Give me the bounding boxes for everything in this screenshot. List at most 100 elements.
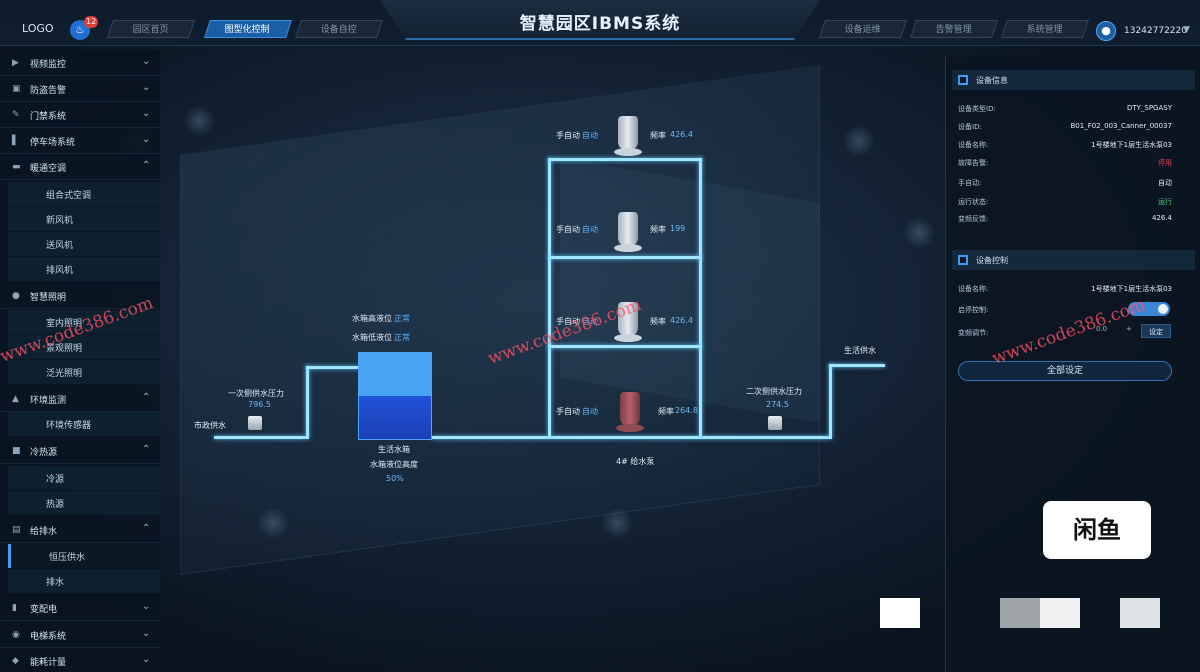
pump-2-freq: 199 [670,224,686,233]
sidebar-group-video[interactable]: ▶ 视频监控 ⌄ [0,50,160,76]
all-set-button[interactable]: 全部设定 [958,361,1172,381]
info-value: DTY_SPGASY [1126,104,1172,112]
env-icon: ▲ [12,394,19,404]
sidebar-group-hvac[interactable]: ▬ 暖通空调 ⌃ [0,154,160,180]
redaction-block [880,598,920,628]
pressure-gauge-icon[interactable] [768,416,782,430]
sidebar-item-indoor-lighting[interactable]: 室内照明 [8,310,160,334]
info-label: 故障告警: [958,159,989,167]
chevron-down-icon: ⌄ [142,134,151,145]
user-name[interactable]: 13242772220 [1124,26,1187,36]
info-value: B01_F02_003_Canner_00037 [1070,122,1172,130]
tree-icon [842,126,876,156]
hvac-icon: ▬ [12,162,21,172]
pump-2-freq-label: 频率 [650,225,666,234]
pump-4-mode-label: 手自动 [556,407,580,416]
sidebar-item-ahu[interactable]: 组合式空调 [8,182,160,206]
tree-icon [600,508,634,538]
pump-1-icon[interactable] [614,116,642,156]
sidebar-item-supply-fan[interactable]: 送风机 [8,232,160,256]
pump-4-freq: 264.8 [675,406,698,415]
sidebar-item-exhaust-fan[interactable]: 排风机 [8,257,160,281]
tank-name: 生活水箱 [378,445,410,454]
sidebar-item-fresh-air[interactable]: 新风机 [8,207,160,231]
info-value: 自动 [1158,179,1172,187]
pipe-riser-left [306,366,309,439]
primary-pressure-label: 一次侧供水压力 [228,389,284,398]
sidebar-item-drainage[interactable]: 排水 [8,569,160,593]
domestic-supply-label: 生活供水 [844,346,876,355]
control-device-label: 设备名称: [958,285,989,293]
sidebar-group-heat-source[interactable]: ■ 冷热源 ⌃ [0,438,160,464]
secondary-pressure-value: 274.5 [766,400,789,409]
tab-device-control[interactable]: 设备自控 [295,20,383,38]
redaction-block [1000,598,1040,628]
start-stop-toggle[interactable] [1128,302,1170,316]
chevron-up-icon: ⌃ [142,523,151,534]
set-button[interactable]: 设定 [1141,324,1171,338]
sidebar-group-elevator[interactable]: ◉ 电梯系统 ⌄ [0,622,160,648]
tree-icon [902,218,936,248]
pipe-riser-right [829,364,832,439]
sidebar-group-alarm[interactable]: ▣ 防盗告警 ⌄ [0,76,160,102]
tank-water-level [359,396,431,439]
pump-3-freq-label: 频率 [650,317,666,326]
chevron-down-icon: ⌄ [142,628,151,639]
tab-alarm-management[interactable]: 告警管理 [910,20,998,38]
sidebar-group-energy[interactable]: ◆ 能耗计量 ⌄ [0,648,160,672]
tree-icon [182,106,216,136]
freq-stepper[interactable]: 0.0 + [1096,324,1168,338]
title-plate [380,0,820,40]
chevron-up-icon: ⌃ [142,160,151,171]
sidebar-group-environment[interactable]: ▲ 环境监测 ⌃ [0,386,160,412]
user-avatar-icon[interactable]: ● [1096,21,1116,41]
sidebar-item-env-sensor[interactable]: 环境传感器 [8,412,160,436]
info-value: 1号楼地下1层生活水泵03 [1091,141,1172,149]
sidebar: ▶ 视频监控 ⌄ ▣ 防盗告警 ⌄ ✎ 门禁系统 ⌄ ▌ 停车场系统 ⌄ ▬ 暖… [0,50,160,672]
pump-3-mode-label: 手自动 [556,317,580,326]
sidebar-group-parking[interactable]: ▌ 停车场系统 ⌄ [0,128,160,154]
pipe-domestic-outlet [829,364,885,367]
info-label: 设备名称: [958,141,989,149]
pump-1-freq-label: 频率 [650,131,666,140]
water-tank[interactable] [358,352,432,440]
sidebar-item-flood-lighting[interactable]: 泛光照明 [8,360,160,384]
control-device-value: 1号楼地下1层生活水泵03 [1091,285,1172,293]
sidebar-item-cold-source[interactable]: 冷源 [8,466,160,490]
tab-system-management[interactable]: 系统管理 [1001,20,1089,38]
pump-1-mode: 自动 [582,131,598,140]
device-control-header: 设备控制 [952,250,1195,270]
tab-graphic-control[interactable]: 图型化控制 [204,20,292,38]
pump-4-icon[interactable] [616,392,644,432]
pipe-tank-inlet [306,366,358,369]
pump-1-freq: 426.4 [670,130,693,139]
tree-icon [256,508,290,538]
tab-home[interactable]: 园区首页 [107,20,195,38]
page-title: 智慧园区IBMS系统 [519,14,681,34]
sidebar-item-hot-source[interactable]: 热源 [8,491,160,515]
sidebar-group-door[interactable]: ✎ 门禁系统 ⌄ [0,102,160,128]
top-header: 智慧园区IBMS系统 LOGO ♨ 12 园区首页 图型化控制 设备自控 设备运… [0,0,1200,46]
section-marker-icon [958,255,968,265]
stepper-plus-button[interactable]: + [1126,325,1132,333]
pump-3-icon[interactable] [614,302,642,342]
freq-adjust-label: 变频调节: [958,329,989,337]
stepper-value[interactable]: 0.0 [1096,325,1108,333]
chevron-down-icon: ⌄ [142,601,151,612]
pump-2-mode: 自动 [582,225,598,234]
secondary-pressure-label: 二次侧供水压力 [746,387,802,396]
sidebar-group-power[interactable]: ▮ 变配电 ⌄ [0,595,160,621]
chevron-down-icon: ⌄ [142,654,151,665]
sidebar-group-water[interactable]: ▤ 给排水 ⌃ [0,517,160,543]
tab-device-maintenance[interactable]: 设备运维 [819,20,907,38]
sidebar-item-landscape-lighting[interactable]: 景观照明 [8,335,160,359]
chevron-up-icon: ⌃ [142,392,151,403]
pressure-gauge-icon[interactable] [248,416,262,430]
pipe-manifold-left [548,158,551,436]
sidebar-item-constant-pressure[interactable]: 恒压供水 [8,544,160,568]
pump-2-icon[interactable] [614,212,642,252]
sidebar-group-lighting[interactable]: ● 智慧照明 [0,283,160,309]
tank-low-label: 水箱低液位 [352,333,392,342]
info-label: 设备类型ID: [958,105,996,113]
chevron-down-icon[interactable]: ▼ [1183,25,1190,35]
